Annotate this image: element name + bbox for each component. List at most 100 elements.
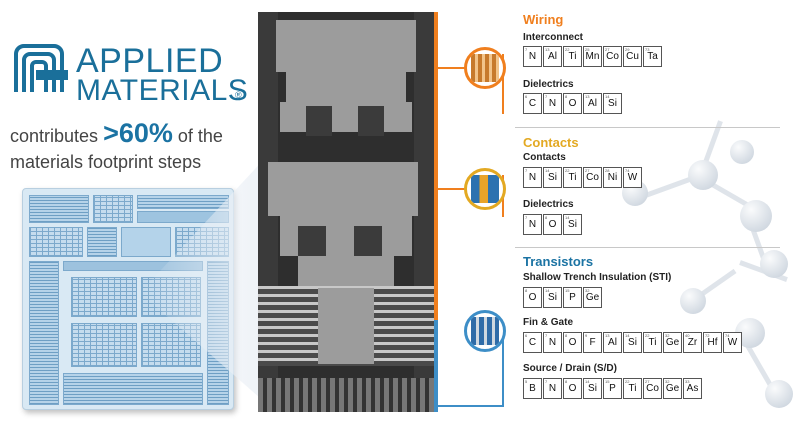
element-symbol: F [589,337,596,348]
element-symbol: O [528,292,537,303]
atomic-number: 29 [625,47,630,52]
atomic-number: 22 [565,47,570,52]
element-symbol: N [528,219,537,230]
element-symbol: Hf [707,337,718,348]
atomic-number: 14 [545,168,550,173]
atomic-number: 13 [605,333,610,338]
atomic-number: 25 [585,47,590,52]
atomic-number: 27 [645,379,650,384]
atomic-number: 8 [545,215,548,220]
atomic-number: 7 [545,379,548,384]
process-bar-orange [434,12,438,320]
atomic-number: 7 [525,168,528,173]
atomic-number: 27 [605,47,610,52]
tagline-post: of the materials footprint steps [10,126,223,172]
element-symbol: Si [588,383,597,394]
section-title-contacts: Contacts [523,135,579,150]
element-symbol: Si [548,172,557,183]
element-symbol: Si [628,337,637,348]
tagline: contributes >60% of the materials footpr… [10,120,255,175]
transistor-thumb-icon [464,310,506,352]
atomic-number: 8 [565,94,568,99]
atomic-number: 8 [525,288,528,293]
contact-thumb-icon [464,168,506,210]
group-label: Contacts [523,152,566,163]
element-symbol: Ta [647,51,658,62]
atomic-number: 7 [545,333,548,338]
element-symbol: Al [608,337,617,348]
atomic-number: 14 [625,333,630,338]
sem-cross-section-image [258,12,434,412]
element-symbol: Ni [607,172,618,183]
logo-text-applied: APPLIED [76,42,224,80]
element-symbol: Ge [665,383,680,394]
atomic-number: 7 [525,47,528,52]
element-symbol: C [528,337,537,348]
element-symbol: O [548,219,557,230]
element-symbol: Zr [687,337,698,348]
element-symbol: Co [586,172,599,183]
atomic-number: 74 [725,333,730,338]
element-symbol: N [548,98,557,109]
element-symbol: Mn [585,51,600,62]
applied-materials-logo: APPLIED MATERIALS ® [10,40,250,110]
element-symbol: Al [548,51,557,62]
atomic-number: 14 [565,215,570,220]
atomic-number: 13 [545,47,550,52]
atomic-number: 28 [605,168,610,173]
applied-materials-logo-icon [14,44,68,92]
atomic-number: 22 [625,379,630,384]
atomic-number: 13 [585,94,590,99]
group-label: Dielectrics [523,79,574,90]
atomic-number: 9 [585,333,588,338]
element-symbol: Ti [648,337,657,348]
element-symbol: C [528,98,537,109]
atomic-number: 15 [565,288,570,293]
section-title-wiring: Wiring [523,12,564,27]
element-symbol: N [548,383,557,394]
atomic-number: 22 [565,168,570,173]
element-symbol: P [569,292,576,303]
atomic-number: 14 [605,94,610,99]
element-symbol: Cu [626,51,639,62]
element-symbol: N [548,337,557,348]
tagline-percentage: >60% [103,118,173,148]
atomic-number: 33 [685,379,690,384]
atomic-number: 22 [645,333,650,338]
element-symbol: Ge [585,292,600,303]
